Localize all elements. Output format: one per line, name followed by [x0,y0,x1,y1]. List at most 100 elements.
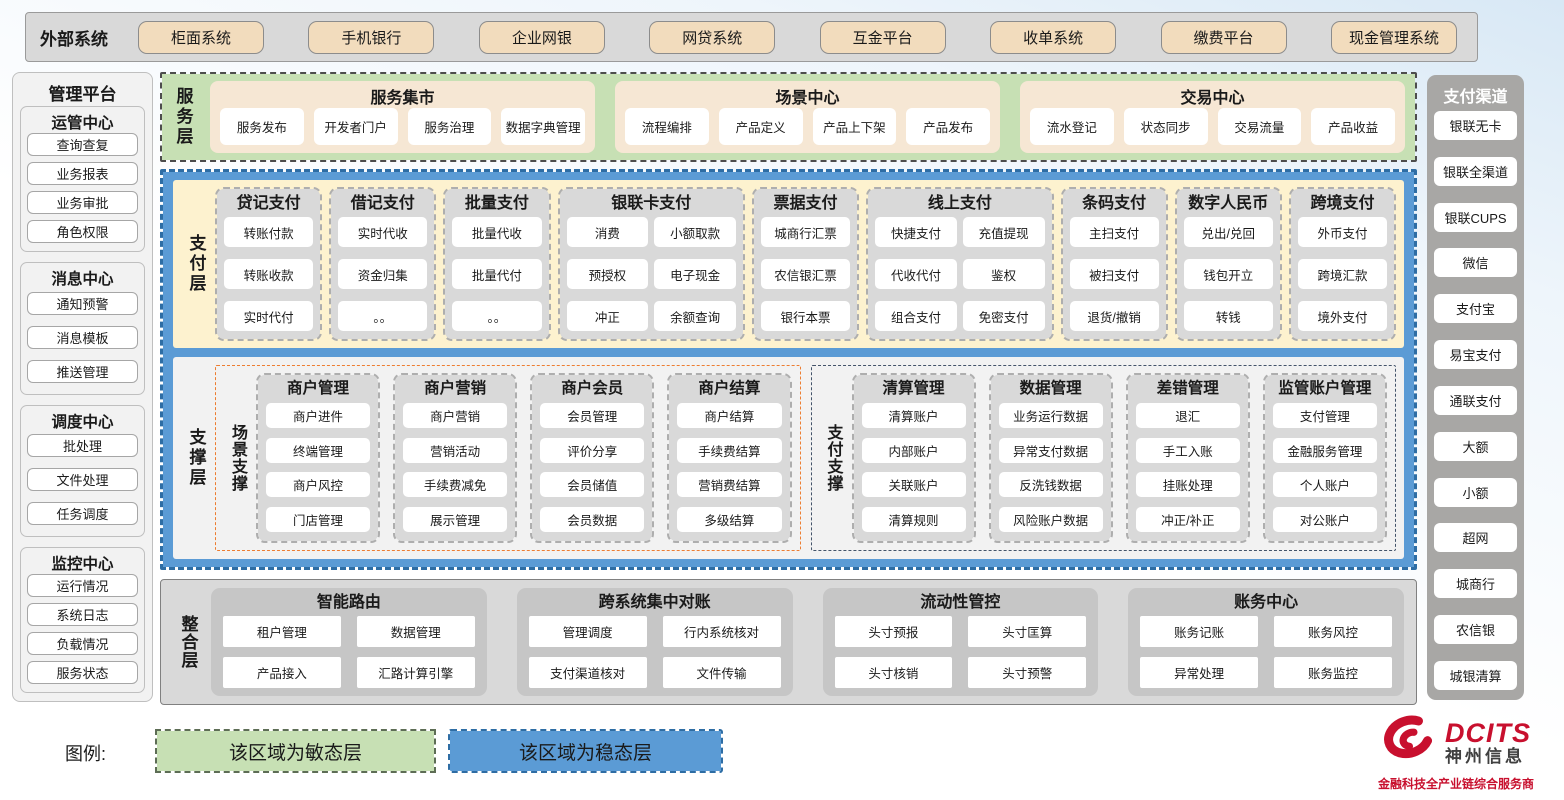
payment-item: 兑出/兑回 [1183,217,1273,247]
management-group-items: 运行情况系统日志负载情况服务状态 [27,574,138,684]
payment-item: 充值提现 [962,217,1045,247]
support-item: 终端管理 [266,437,371,463]
payment-item: 转账收款 [224,259,314,289]
channel-item: 支付宝 [1434,294,1517,324]
integration-group: 智能路由租户管理数据管理产品接入汇路计算引擎 [211,588,487,696]
support-section-columns: 商户管理商户进件终端管理商户风控门店管理商户营销商户营销营销活动手续费减免展示管… [256,373,792,543]
support-column-items: 商户营销营销活动手续费减免展示管理 [403,401,508,534]
management-item: 系统日志 [27,603,138,626]
integration-item: 头寸预报 [834,616,953,647]
logo-company: 神州信息 [1445,746,1525,766]
management-group-items: 批处理文件处理任务调度 [27,432,138,529]
external-system-item: 手机银行 [308,20,435,54]
support-column: 商户结算商户结算手续费结算营销费结算多级结算 [667,373,792,543]
payment-column-title: 票据支付 [773,195,838,212]
support-column-items: 清算账户内部账户关联账户清算规则 [861,401,966,534]
payment-column-title: 贷记支付 [236,195,301,212]
integration-item: 租户管理 [223,616,341,647]
payment-column-items: 实时代收资金归集。。 [338,217,428,331]
management-item: 任务调度 [27,502,138,526]
support-item: 反洗钱数据 [998,472,1103,498]
channel-item: 超网 [1434,523,1517,553]
management-item: 运行情况 [27,574,138,597]
service-item: 流水登记 [1030,108,1114,145]
payment-column-items: 转账付款转账收款实时代付 [224,217,314,331]
external-system-item: 互金平台 [819,20,946,54]
logo-name: DCITS [1445,718,1531,749]
support-section-label: 场景支撑 [229,424,246,492]
payment-item: 转账付款 [224,217,314,247]
support-sections: 场景支撑商户管理商户进件终端管理商户风控门店管理商户营销商户营销营销活动手续费减… [215,365,1396,551]
external-system-item: 缴费平台 [1160,20,1287,54]
support-column: 差错管理退汇手工入账挂账处理冲正/补正 [1125,373,1250,543]
support-column: 商户会员会员管理评价分享会员储值会员数据 [530,373,655,543]
service-item: 产品发布 [906,108,990,145]
support-item: 业务运行数据 [998,402,1103,428]
payment-item: 城商行汇票 [760,217,851,247]
channel-item: 易宝支付 [1434,340,1517,370]
support-column-items: 支付管理金融服务管理个人账户对公账户 [1272,401,1377,534]
service-group-items: 服务发布开发者门户服务治理数据字典管理 [220,108,585,145]
integration-group-items: 账务记账账务风控异常处理账务监控 [1140,616,1392,688]
external-system-item: 企业网银 [478,20,605,54]
payment-column-items: 消费小额取款预授权电子现金冲正余额查询 [566,217,736,331]
integration-item: 账务记账 [1140,616,1259,647]
support-item: 评价分享 [540,437,645,463]
service-group: 交易中心流水登记状态同步交易流量产品收益 [1020,81,1405,153]
service-layer: 服务层 服务集市服务发布开发者门户服务治理数据字典管理场景中心流程编排产品定义产… [160,72,1417,162]
channel-item: 农信银 [1434,615,1517,645]
integration-group-items: 头寸预报头寸匡算头寸核销头寸预警 [834,616,1087,688]
payment-layer-label: 支付层 [186,234,206,294]
integration-item: 异常处理 [1140,657,1259,688]
support-column: 商户管理商户进件终端管理商户风控门店管理 [256,373,381,543]
service-group-title: 交易中心 [1180,90,1245,107]
support-item: 会员数据 [540,507,645,533]
integration-item: 数据管理 [356,616,475,647]
integration-item: 支付渠道核对 [528,657,647,688]
support-item: 冲正/补正 [1135,507,1240,533]
support-column: 清算管理清算账户内部账户关联账户清算规则 [851,373,976,543]
payment-column: 贷记支付转账付款转账收款实时代付 [215,187,323,341]
logo-swirl-icon [1381,713,1441,772]
payment-column-title: 借记支付 [350,195,415,212]
payment-column-items: 主扫支付被扫支付退货/撤销 [1069,217,1159,331]
support-column-items: 业务运行数据异常支付数据反洗钱数据风险账户数据 [998,401,1103,534]
support-item: 多级结算 [677,507,782,533]
support-item: 清算账户 [861,402,966,428]
channel-item: 通联支付 [1434,385,1517,415]
support-item: 展示管理 [403,507,508,533]
payment-item: 余额查询 [654,301,736,331]
payment-item: 消费 [566,217,649,247]
support-item: 对公账户 [1272,507,1377,533]
integration-item: 文件传输 [662,657,781,688]
service-item: 开发者门户 [313,108,398,145]
management-item: 业务报表 [27,162,138,185]
management-platform-panel: 管理平台 运管中心查询查复业务报表业务审批角色权限消息中心通知预警消息模板推送管… [12,72,153,702]
service-item: 产品定义 [718,108,803,145]
management-group: 调度中心批处理文件处理任务调度 [20,404,145,537]
payment-column-items: 外币支付跨境汇款境外支付 [1297,217,1388,331]
service-item: 服务发布 [220,108,304,145]
support-item: 金融服务管理 [1272,437,1377,463]
channel-item: 城银清算 [1434,660,1517,690]
support-item: 异常支付数据 [998,437,1103,463]
service-group-title: 场景中心 [775,90,840,107]
external-systems-label: 外部系统 [40,29,108,49]
support-item: 支付管理 [1272,402,1377,428]
service-group-title: 服务集市 [370,90,435,107]
payment-item: 实时代付 [224,301,314,331]
integration-item: 管理调度 [528,616,647,647]
integration-group-title: 流动性管控 [920,594,1001,611]
support-layer-label: 支撑层 [186,428,206,488]
management-item: 查询查复 [27,133,138,156]
payment-column-items: 兑出/兑回钱包开立转钱 [1183,217,1273,331]
integration-group: 账务中心账务记账账务风控异常处理账务监控 [1128,588,1404,696]
management-item: 消息模板 [27,325,138,349]
integration-item: 账务监控 [1274,657,1392,688]
support-item: 挂账处理 [1135,472,1240,498]
service-layer-label: 服务层 [173,87,193,147]
service-item: 服务治理 [407,108,492,145]
integration-item: 行内系统核对 [662,616,781,647]
payment-item: 实时代收 [338,217,428,247]
